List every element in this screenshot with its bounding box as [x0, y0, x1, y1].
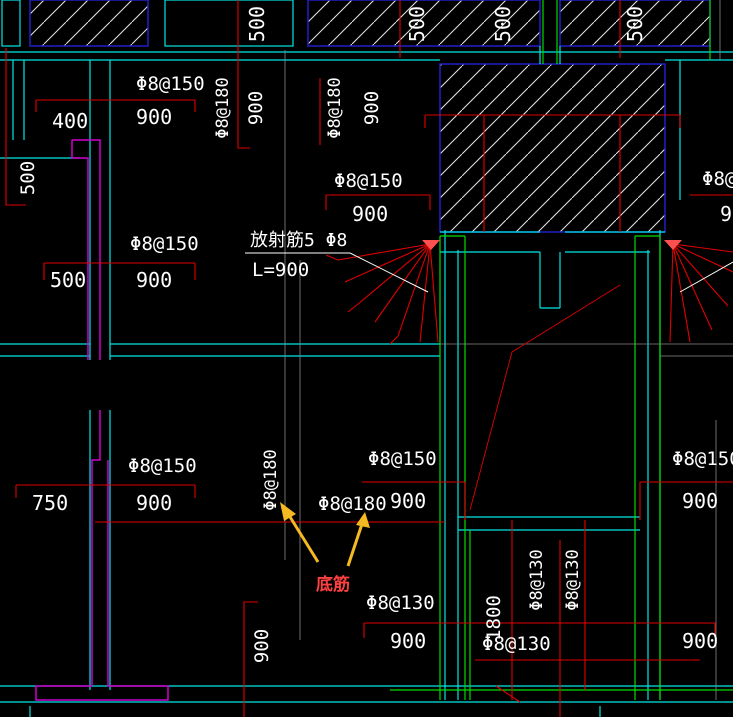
- arrow-shaft-right: [346, 523, 364, 567]
- dim-900-g: 900: [390, 629, 426, 653]
- hatched-blocks: [29, 0, 711, 233]
- bottom-rebar-annotation: 底筋: [316, 574, 350, 595]
- dim-500-top-d: 500: [623, 6, 647, 42]
- rebar-h-180: Φ8@180: [318, 493, 387, 515]
- red-dimension-lines: [5, 0, 733, 717]
- dim-500-mid: 500: [50, 268, 86, 292]
- radial-rebar-arrowheads: [422, 240, 682, 250]
- dim-900-v-b: 900: [361, 91, 383, 125]
- radial-rebar-label: 放射筋5 Φ8: [250, 230, 347, 251]
- radial-leader: [245, 252, 733, 293]
- hatch-block-top-left: [29, 0, 149, 47]
- dim-900-h: 900: [682, 629, 718, 653]
- dim-500-top-b: 500: [405, 6, 429, 42]
- arrow-head-left: [280, 502, 296, 521]
- radial-rebar-fan-right: [669, 243, 733, 343]
- arrow-shaft-left: [285, 511, 320, 563]
- rebar-130-bottom: Φ8@130: [482, 633, 551, 655]
- rebar-v-130-a: Φ8@130: [527, 549, 547, 610]
- dim-900-far-right: 900: [720, 202, 733, 226]
- dim-400: 400: [52, 109, 88, 133]
- dim-900-v-a: 900: [245, 91, 267, 125]
- dim-750: 750: [32, 491, 68, 515]
- rebar-v-180-b: Φ8@180: [325, 77, 345, 138]
- rebar-right-low: Φ8@150: [368, 448, 437, 470]
- dim-1800: 1800: [483, 595, 505, 641]
- hatch-block-center: [439, 63, 666, 233]
- rebar-v-180-a: Φ8@180: [213, 77, 233, 138]
- magenta-wall: [35, 139, 169, 701]
- dimension-labels: 500 500 500 500 Φ8@150 900 400 Φ8@180 90…: [17, 6, 733, 663]
- rebar-v-180-c: Φ8@180: [261, 449, 281, 510]
- radial-rebar-fan-left: [325, 243, 439, 345]
- dim-900-c: 900: [136, 268, 172, 292]
- dim-900-a: 900: [136, 105, 172, 129]
- rebar-left-mid: Φ8@150: [130, 233, 199, 255]
- dim-500-top-c: 500: [491, 6, 515, 42]
- annotation-arrows: [280, 502, 370, 567]
- hatch-block-top-right: [559, 0, 711, 47]
- dim-900-v-low: 900: [251, 629, 273, 663]
- rebar-v-130-b: Φ8@130: [563, 549, 583, 610]
- rebar-top-left: Φ8@150: [136, 73, 205, 95]
- dim-500-top-a: 500: [245, 6, 269, 42]
- rebar-far-right-low: Φ8@150: [672, 448, 733, 470]
- dim-900-f: 900: [682, 489, 718, 513]
- rebar-130-low: Φ8@130: [366, 592, 435, 614]
- rebar-mid-right: Φ8@150: [334, 170, 403, 192]
- gray-guides: [284, 0, 733, 700]
- hatch-block-top-mid: [307, 0, 541, 47]
- arrow-head-right: [356, 512, 370, 528]
- dim-500-side: 500: [17, 161, 39, 195]
- dim-900-b: 900: [352, 202, 388, 226]
- radial-length-label: L=900: [252, 259, 309, 281]
- rebar-left-low: Φ8@150: [128, 455, 197, 477]
- dim-900-e: 900: [390, 489, 426, 513]
- rebar-far-right-top: Φ8@150: [702, 168, 733, 190]
- dim-900-d: 900: [136, 491, 172, 515]
